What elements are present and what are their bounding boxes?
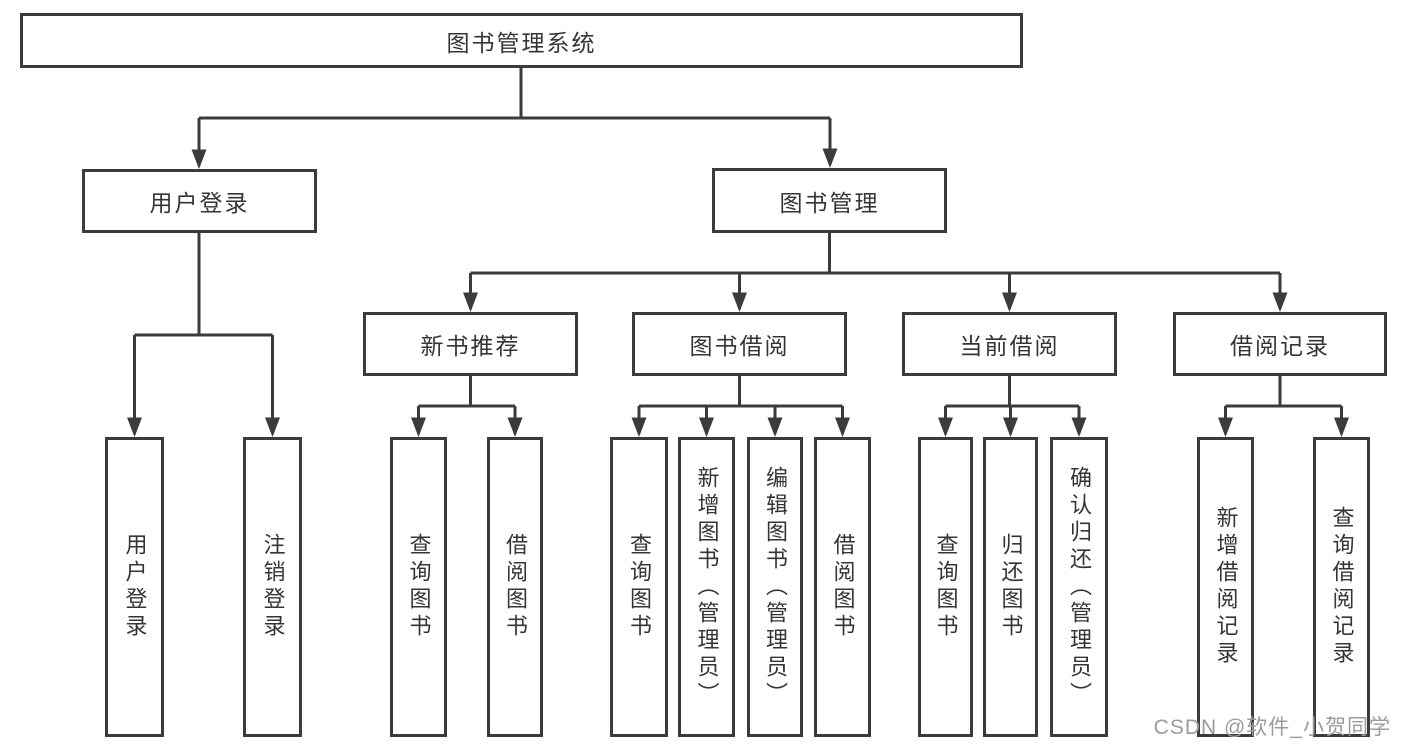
node-leaf-add-borrow-record: 新增借阅记录 [1197,437,1254,737]
csdn-watermark: CSDN @软件_小贺同学 [1153,716,1391,739]
connector-book-management-children [463,233,1288,312]
node-borrow-records: 借阅记录 [1173,312,1387,376]
node-leaf-query-books-current: 查询图书 [918,437,973,737]
node-current-borrow: 当前借阅 [902,312,1117,376]
node-root: 图书管理系统 [20,13,1023,68]
node-new-book-recommend: 新书推荐 [363,312,578,376]
node-book-borrow: 图书借阅 [632,312,847,376]
node-leaf-add-books-admin: 新增图书（管理员） [678,437,735,737]
node-book-management: 图书管理 [712,168,947,233]
node-leaf-logout-login: 注销登录 [243,437,302,737]
connector-user-login-children [127,233,280,437]
node-leaf-return-books: 归还图书 [983,437,1038,737]
connector-root-to-level2 [191,68,838,169]
connector-book-borrow-children [631,376,850,437]
node-leaf-confirm-return-admin: 确认归还（管理员） [1050,437,1108,737]
node-user-login: 用户登录 [82,169,317,233]
connector-current-borrow-children [938,376,1087,437]
connector-new-book-children [411,376,523,437]
node-leaf-borrow-books-recommend: 借阅图书 [487,437,543,737]
node-leaf-query-books-borrow: 查询图书 [610,437,668,737]
node-leaf-user-login: 用户登录 [105,437,164,737]
connector-borrow-records-children [1218,376,1349,437]
node-leaf-query-borrow-record: 查询借阅记录 [1313,437,1370,737]
node-leaf-query-books-recommend: 查询图书 [390,437,447,737]
node-leaf-edit-books-admin: 编辑图书（管理员） [747,437,803,737]
node-leaf-borrow-books: 借阅图书 [814,437,871,737]
